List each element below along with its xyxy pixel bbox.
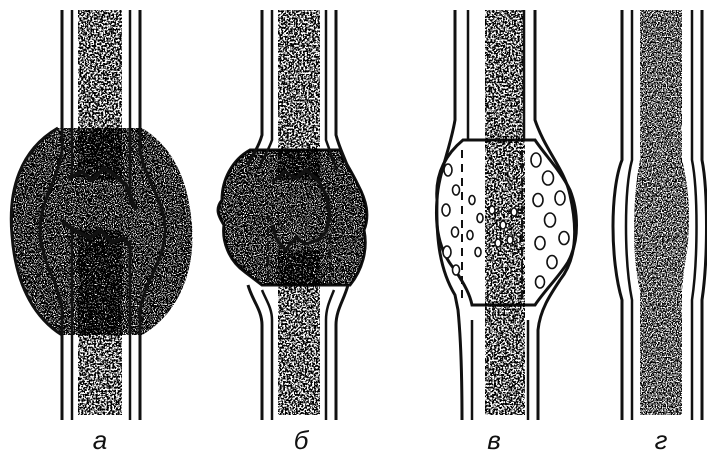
medullary-canal-upper-a [78,10,122,180]
bone-wall-left-inner-g [626,10,632,420]
panel-g [613,10,707,420]
medullary-canal-lower-a [78,230,122,415]
panel-v [436,10,576,420]
panel-label-v: в [474,427,514,453]
medullary-canal-lower-b [278,250,320,415]
panel-label-a: а [80,427,120,453]
medullary-canal-g [634,10,689,415]
panel-label-g: г [641,427,681,453]
medullary-canal-upper-b [278,10,320,180]
bone-wall-right-g [702,10,707,420]
panel-label-b: б [281,427,321,453]
panel-a [11,10,192,420]
bone-wall-left-g [613,10,622,420]
bone-wall-right-inner-g [692,10,697,420]
panel-b [218,10,367,420]
